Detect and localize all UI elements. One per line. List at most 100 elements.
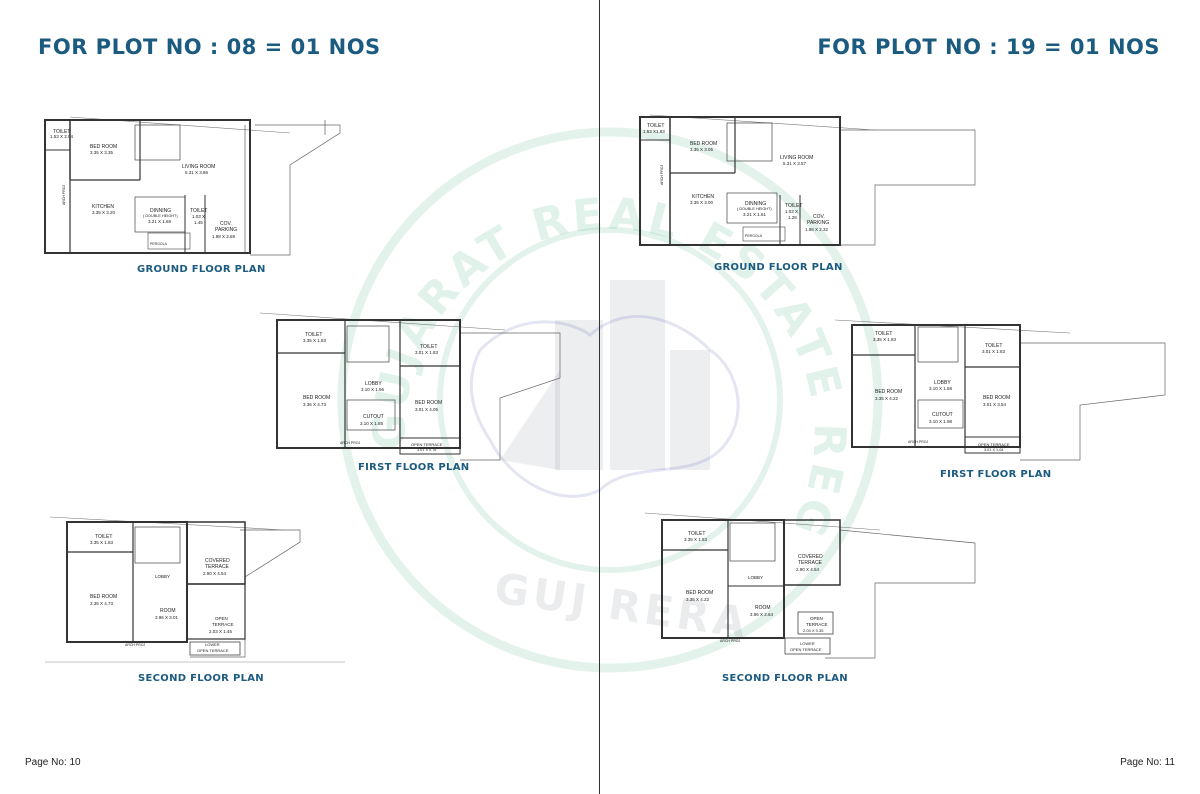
room-dimension: 2.03 X 1.45	[209, 629, 233, 634]
second-floor-caption: SECOND FLOOR PLAN	[722, 673, 848, 684]
room-label: TOILET	[53, 129, 70, 135]
room-dimension: 2.90 X 4.54	[203, 571, 227, 576]
room-label: TOILET	[985, 343, 1002, 349]
room-dimension: 5.31 X 3.86	[185, 170, 209, 175]
room-dimension: 3.10 X 1.58	[929, 386, 953, 391]
room-label: LOWER	[800, 641, 815, 646]
room-label: COVERED	[798, 554, 823, 560]
room-label: TOILET	[190, 208, 207, 214]
room-label: PARKING	[215, 227, 237, 233]
room-dimension: 3.36 X 4.73	[303, 402, 327, 407]
room-label: CUTOUT	[363, 414, 384, 420]
room-label: OPEN TERRACE	[197, 648, 229, 653]
room-dimension: 3.35 X 3.05	[690, 147, 714, 152]
room-label: LOBBY	[365, 381, 382, 387]
room-dimension: 3.96 X 2.64	[750, 612, 774, 617]
room-dimension: 3.35 X 1.83	[90, 540, 114, 545]
room-label: LIVING ROOM	[780, 155, 813, 161]
room-label: TOILET	[875, 331, 892, 337]
room-label: BED ROOM	[303, 395, 330, 401]
room-note: ( DOUBLE HEIGHT)	[143, 214, 178, 218]
room-dimension: 3.01 X 1.83	[415, 350, 439, 355]
room-dimension: 1.53 X 2.04	[50, 134, 74, 139]
room-dimension: 1.03 X	[192, 214, 205, 219]
page-title: FOR PLOT NO : 19 = 01 NOS	[817, 35, 1160, 59]
room-note: ARCH PROJ	[340, 441, 360, 445]
room-label: BED ROOM	[983, 395, 1010, 401]
room-label: TOILET	[95, 534, 112, 540]
room-label: TERRACE	[212, 622, 234, 627]
room-note: PERGOLA	[150, 242, 168, 246]
room-dimension: 3.35 X 1.83	[303, 338, 327, 343]
room-label: OPEN TERRACE	[411, 442, 443, 447]
room-label: OPEN TERRACE	[978, 442, 1010, 447]
room-label: KITCHEN	[692, 194, 714, 200]
first-floor-plan: TOILET 3.35 X 1.83 TOILET 3.01 X 1.83 LO…	[259, 312, 561, 461]
room-label: TOILET	[420, 344, 437, 350]
room-dimension: 1.53 X1.83	[643, 129, 665, 134]
room-dimension: 3.35 X 3.35	[90, 150, 114, 155]
room-dimension: 3.01 X 1.04	[984, 448, 1003, 452]
left-page: FOR PLOT NO : 08 = 01 NOS TOILET 1.53 X …	[25, 35, 561, 768]
room-dimension: 3.21 X 1.68	[148, 219, 172, 224]
room-dimension: 3.10 X 1.96	[361, 387, 385, 392]
first-floor-plan: TOILET 3.35 X 1.83 TOILET 3.01 X 1.83 LO…	[834, 319, 1166, 461]
room-label: LIVING ROOM	[182, 164, 215, 170]
ground-floor-plan: TOILET 1.53 X1.83 BED ROOM 3.35 X 3.05 L…	[639, 114, 976, 246]
room-label: KITCHEN	[92, 204, 114, 210]
room-dimension: 3.35 X 1.83	[873, 337, 897, 342]
page-number: Page No: 11	[1120, 757, 1175, 768]
room-label: LOBBY	[934, 380, 951, 386]
room-dimension: 3.35 X 4.73	[90, 601, 114, 606]
room-label: TOILET	[688, 531, 705, 537]
room-dimension: 3.35 X 3.00	[690, 200, 714, 205]
ground-floor-plan: TOILET 1.53 X 2.04 BED ROOM 3.35 X 3.35 …	[44, 116, 341, 256]
room-label: OPEN	[215, 616, 228, 621]
room-note: PERGOLA	[745, 234, 763, 238]
room-label: TERRACE	[798, 560, 823, 566]
second-floor-plan: TOILET 3.35 X 1.83 COVERED TERRACE 2.90 …	[45, 516, 345, 663]
room-dimension: 1.98 X 2.32	[805, 227, 829, 232]
room-label: TERRACE	[205, 564, 230, 570]
room-dimension: 1.03 X	[785, 209, 798, 214]
room-label: BED ROOM	[690, 141, 717, 147]
room-dimension: 3.01 X 1.83	[982, 349, 1006, 354]
room-label: CUTOUT	[932, 412, 953, 418]
room-dimension: 5.31 X 3.57	[783, 161, 807, 166]
ground-floor-caption: GROUND FLOOR PLAN	[714, 262, 843, 273]
page-number: Page No: 10	[25, 757, 81, 768]
first-floor-caption: FIRST FLOOR PLAN	[940, 469, 1052, 480]
room-label: PARKING	[807, 220, 829, 226]
room-label: COV.	[220, 221, 232, 227]
room-note: ARCH PROJ	[660, 165, 664, 185]
room-label: BED ROOM	[415, 400, 442, 406]
first-floor-caption: FIRST FLOOR PLAN	[358, 462, 470, 473]
room-label: ROOM	[755, 605, 771, 611]
room-label: LOBBY	[748, 575, 763, 580]
room-dimension: 3.10 X 1.98	[929, 419, 953, 424]
room-dimension: 2.03 X 0.35	[803, 628, 824, 633]
room-label: COV.	[813, 214, 825, 220]
room-label: DINNING	[745, 201, 766, 207]
room-label: BED ROOM	[875, 389, 902, 395]
page-divider	[599, 0, 600, 794]
room-label: TOILET	[785, 203, 802, 209]
room-label: LOWER	[205, 642, 220, 647]
room-dimension: 3.35 X 3.20	[92, 210, 116, 215]
room-label: TOILET	[305, 332, 322, 338]
room-note: ARCH PROJ	[908, 440, 928, 444]
room-label: BED ROOM	[90, 594, 117, 600]
room-label: BED ROOM	[90, 144, 117, 150]
second-floor-caption: SECOND FLOOR PLAN	[138, 673, 264, 684]
room-label: ROOM	[160, 608, 176, 614]
room-dimension: 3.35 X 1.83	[684, 537, 708, 542]
room-label: TOILET	[647, 123, 664, 129]
room-dimension: 1.45	[194, 220, 203, 225]
room-dimension: 3.10 X 1.85	[360, 421, 384, 426]
room-note: ARCH PROJ	[125, 643, 145, 647]
room-label: OPEN	[810, 616, 823, 621]
room-note: ARCH PROJ	[720, 639, 740, 643]
room-note: ARCH PROJ	[62, 185, 66, 205]
room-label: COVERED	[205, 558, 230, 564]
room-dimension: 1.28	[788, 215, 797, 220]
